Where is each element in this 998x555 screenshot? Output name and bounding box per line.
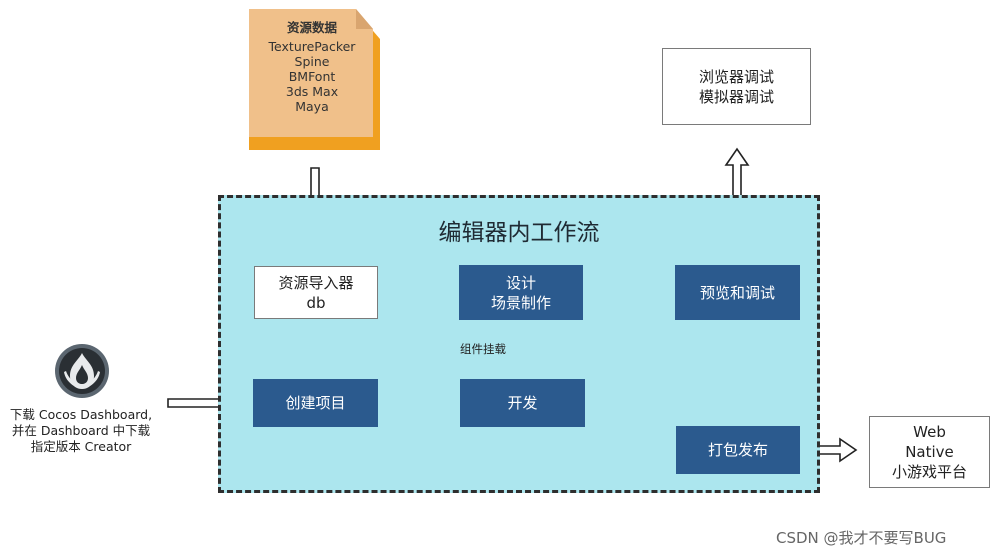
resource-item: Spine xyxy=(294,54,330,69)
resource-item: TexturePacker xyxy=(268,39,356,54)
download-line: 并在 Dashboard 中下载 xyxy=(11,423,151,438)
develop-box: 开发 xyxy=(460,379,585,427)
design-box: 设计 场景制作 xyxy=(459,265,583,320)
resource-item: 3ds Max xyxy=(285,84,339,99)
component-label: 组件挂载 xyxy=(460,342,506,356)
create-box: 创建项目 xyxy=(253,379,378,427)
watermark: CSDN @我才不要写BUG xyxy=(776,529,947,547)
platform-box: Web Native 小游戏平台 xyxy=(869,416,990,488)
publish-box: 打包发布 xyxy=(676,426,800,474)
platform-web: Web xyxy=(913,423,946,441)
create-label: 创建项目 xyxy=(285,394,346,412)
publish-label: 打包发布 xyxy=(707,441,768,459)
design-label: 设计 xyxy=(505,273,536,292)
debug-simulator: 模拟器调试 xyxy=(698,87,774,106)
resource-document: 资源数据 TexturePacker Spine BMFont 3ds Max … xyxy=(249,9,380,150)
platform-native: Native xyxy=(905,443,954,461)
preview-box: 预览和调试 xyxy=(675,265,800,320)
debug-box: 浏览器调试 模拟器调试 xyxy=(662,48,811,125)
importer-db: db xyxy=(306,293,326,312)
scene-label: 场景制作 xyxy=(490,293,551,312)
workflow-title: 编辑器内工作流 xyxy=(438,220,600,246)
importer-label: 资源导入器 xyxy=(278,273,354,292)
preview-label: 预览和调试 xyxy=(699,283,775,302)
resource-item: Maya xyxy=(295,99,329,114)
document-icon xyxy=(249,9,380,150)
develop-label: 开发 xyxy=(507,394,538,412)
resource-item: BMFont xyxy=(288,69,336,84)
download-line: 指定版本 Creator xyxy=(30,439,132,454)
download-line: 下载 Cocos Dashboard, xyxy=(9,407,153,422)
resource-doc-list: TexturePacker Spine BMFont 3ds Max Maya xyxy=(249,39,375,114)
importer-box: 资源导入器 db xyxy=(254,266,378,319)
resource-doc-title: 资源数据 xyxy=(286,20,337,35)
cocos-logo-icon xyxy=(55,344,109,398)
platform-minigame: 小游戏平台 xyxy=(891,463,967,481)
download-instructions: 下载 Cocos Dashboard, 并在 Dashboard 中下载 指定版… xyxy=(0,407,162,455)
debug-browser: 浏览器调试 xyxy=(698,67,774,86)
